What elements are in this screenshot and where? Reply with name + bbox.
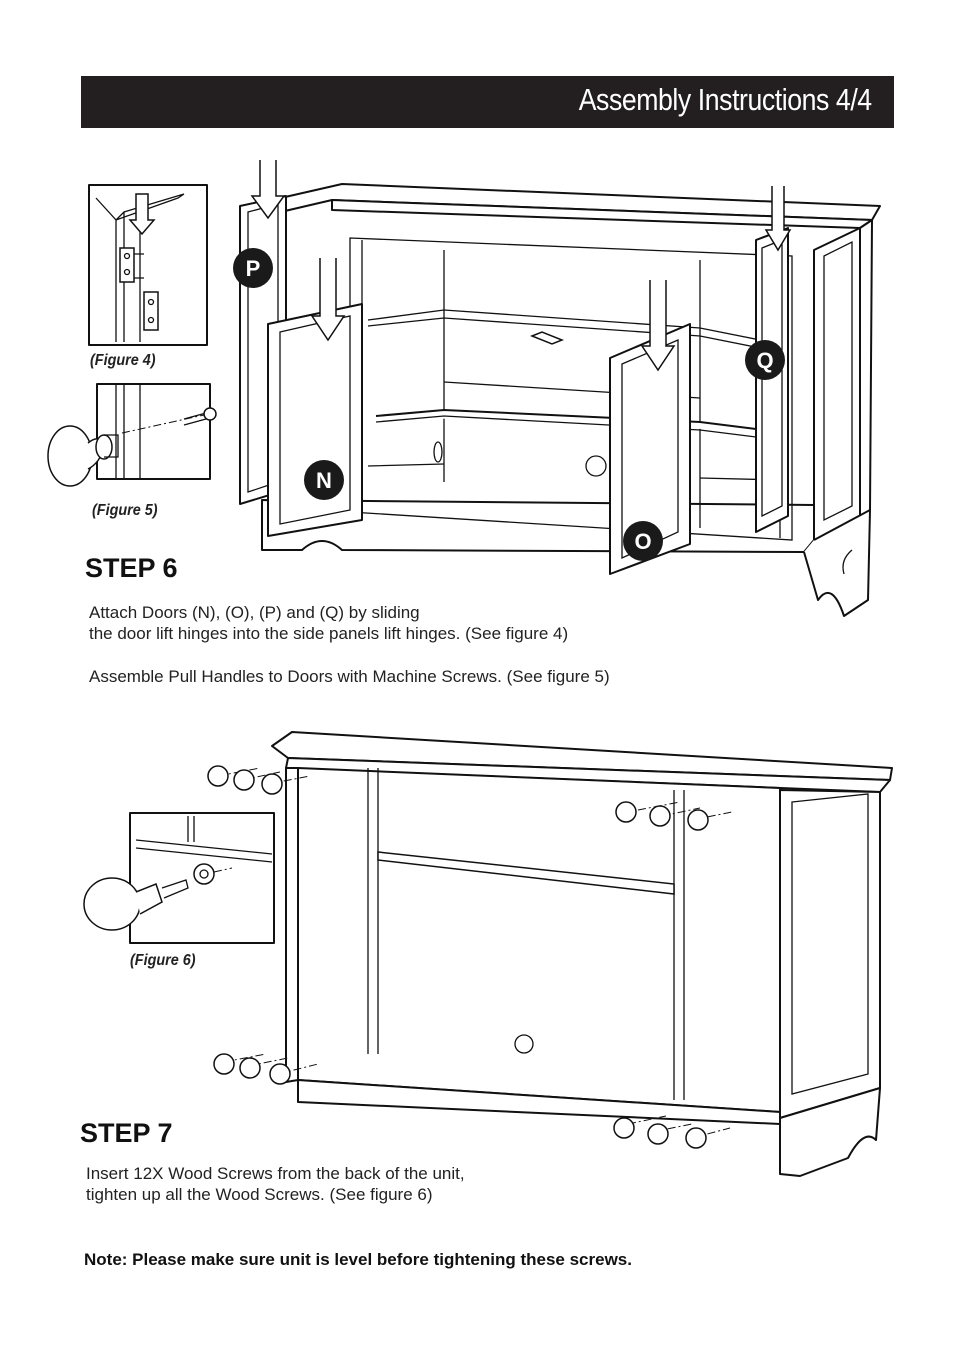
figure-4-hinge-illustration xyxy=(88,184,208,346)
screws-group xyxy=(207,765,709,1149)
svg-text:N: N xyxy=(316,468,332,493)
door-label-q: Q xyxy=(745,340,785,380)
svg-text:O: O xyxy=(634,529,651,554)
step-7-instruction-line-2: tighten up all the Wood Screws. (See fig… xyxy=(86,1185,433,1204)
step-6-instruction-line-2: the door lift hinges into the side panel… xyxy=(89,624,569,643)
step-6-instruction-line-1: Attach Doors (N), (O), (P) and (Q) by sl… xyxy=(89,603,420,622)
page-title: Assembly Instructions 4/4 xyxy=(578,82,872,117)
step-7-heading: STEP 7 xyxy=(80,1118,173,1148)
figure-5-caption: (Figure 5) xyxy=(92,502,158,519)
svg-text:P: P xyxy=(246,256,261,281)
step-6-heading: STEP 6 xyxy=(85,553,178,583)
svg-text:Q: Q xyxy=(756,348,773,373)
door-label-p: P xyxy=(233,248,273,288)
figure-5-handle-illustration xyxy=(47,383,217,487)
header-bar: Assembly Instructions 4/4 xyxy=(81,76,894,128)
step-7-cabinet-back-illustration xyxy=(207,731,893,1177)
step-6-instruction-line-3: Assemble Pull Handles to Doors with Mach… xyxy=(89,667,610,686)
door-label-n: N xyxy=(304,460,344,500)
step-6-cabinet-illustration: P N O Q xyxy=(233,160,881,617)
figure-4-caption: (Figure 4) xyxy=(90,352,156,369)
level-note: Note: Please make sure unit is level bef… xyxy=(84,1250,632,1269)
step-7-instruction-line-1: Insert 12X Wood Screws from the back of … xyxy=(86,1164,465,1183)
door-label-o: O xyxy=(623,521,663,561)
figure-6-screw-illustration xyxy=(83,812,275,944)
figure-6-caption: (Figure 6) xyxy=(130,952,196,969)
